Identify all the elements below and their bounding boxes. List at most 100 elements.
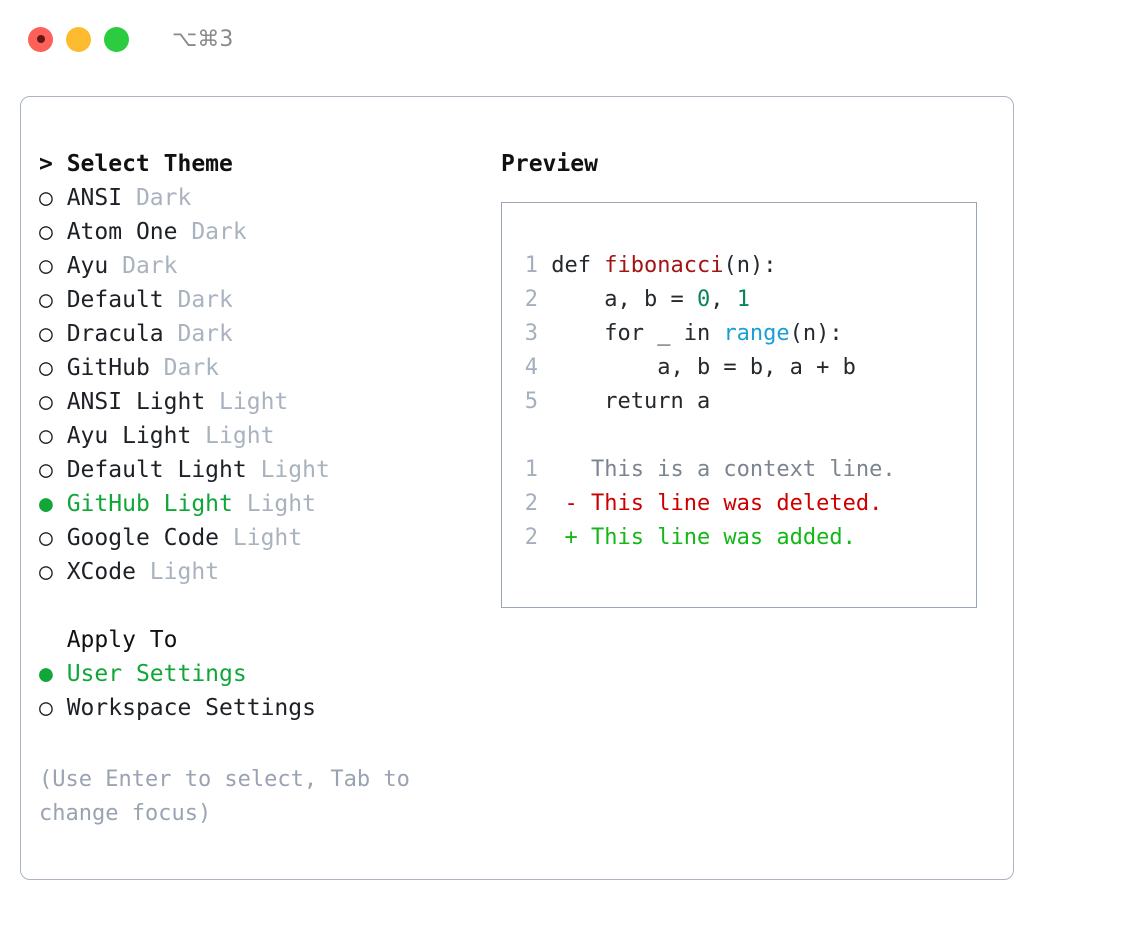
- main-panel: > Select Theme ○ ANSI Dark○ Atom One Dar…: [20, 96, 1014, 880]
- radio-unselected-icon: ○: [39, 287, 67, 313]
- window-controls: [28, 26, 129, 52]
- radio-unselected-icon: ○: [39, 525, 67, 551]
- code-token: range: [723, 321, 790, 346]
- close-icon: [36, 35, 45, 43]
- theme-option-tag: Dark: [163, 287, 233, 313]
- title-bar: ⌥⌘3: [0, 0, 1140, 78]
- diff-line: 1 This is a context line.: [518, 453, 976, 487]
- theme-option-label: XCode: [66, 559, 136, 585]
- code-token: a, b = b, a + b: [538, 355, 856, 380]
- theme-selector-column: > Select Theme ○ ANSI Dark○ Atom One Dar…: [39, 147, 489, 831]
- apply-to-list: ● User Settings○ Workspace Settings: [39, 657, 489, 725]
- select-theme-header: > Select Theme: [39, 151, 233, 177]
- radio-unselected-icon: ○: [39, 321, 67, 347]
- diff-line-text: + This line was added.: [538, 525, 856, 550]
- code-line-number: 2: [524, 287, 538, 312]
- theme-option-label: Ayu: [66, 253, 109, 279]
- theme-option[interactable]: ○ ANSI Light Light: [39, 385, 489, 419]
- theme-option-tag: Dark: [163, 321, 233, 347]
- theme-option-tag: Light: [191, 423, 275, 449]
- diff-line-text: - This line was deleted.: [538, 491, 883, 516]
- apply-to-option-label: Workspace Settings: [66, 695, 316, 721]
- theme-option-tag: Dark: [177, 219, 247, 245]
- code-line: 5 return a: [518, 385, 976, 419]
- radio-unselected-icon: ○: [39, 389, 67, 415]
- code-line-number: 4: [524, 355, 538, 380]
- keyboard-shortcut-label: ⌥⌘3: [172, 26, 234, 52]
- theme-option-label: Default Light: [66, 457, 247, 483]
- theme-option[interactable]: ○ XCode Light: [39, 555, 489, 589]
- theme-option-tag: Light: [246, 457, 330, 483]
- close-button[interactable]: [28, 26, 53, 52]
- radio-unselected-icon: ○: [39, 253, 67, 279]
- theme-option-label: ANSI Light: [66, 389, 206, 415]
- diff-line-number: 2: [524, 525, 538, 550]
- theme-option-tag: Light: [205, 389, 289, 415]
- theme-option-tag: Light: [219, 525, 303, 551]
- diff-line: 2 - This line was deleted.: [518, 487, 976, 521]
- theme-option-tag: Light: [232, 491, 316, 517]
- code-token: ,: [710, 287, 737, 312]
- theme-option[interactable]: ● GitHub Light Light: [39, 487, 489, 521]
- code-line: 1 def fibonacci(n):: [518, 249, 976, 283]
- theme-option-label: Ayu Light: [66, 423, 192, 449]
- code-token: return a: [538, 389, 711, 414]
- minimize-button[interactable]: [66, 26, 91, 52]
- radio-unselected-icon: ○: [39, 559, 67, 585]
- code-token: (n):: [789, 321, 843, 346]
- theme-option[interactable]: ○ Ayu Dark: [39, 249, 489, 283]
- code-line: 4 a, b = b, a + b: [518, 351, 976, 385]
- diff-sample: 1 This is a context line.2 - This line w…: [518, 453, 976, 555]
- theme-option[interactable]: ○ Google Code Light: [39, 521, 489, 555]
- theme-option[interactable]: ○ Ayu Light Light: [39, 419, 489, 453]
- code-token: a, b =: [538, 287, 697, 312]
- code-token: 1: [736, 287, 750, 312]
- theme-option[interactable]: ○ Default Light Light: [39, 453, 489, 487]
- code-line: 3 for _ in range(n):: [518, 317, 976, 351]
- radio-selected-icon: ●: [39, 661, 67, 687]
- code-token: fibonacci: [604, 253, 724, 278]
- radio-unselected-icon: ○: [39, 457, 67, 483]
- theme-option[interactable]: ○ Default Dark: [39, 283, 489, 317]
- code-token: (n):: [723, 253, 777, 278]
- diff-line: 2 + This line was added.: [518, 521, 976, 555]
- radio-unselected-icon: ○: [39, 219, 67, 245]
- code-line-number: 1: [524, 253, 538, 278]
- preview-title: Preview: [501, 151, 598, 177]
- keyboard-hint: (Use Enter to select, Tab to change focu…: [39, 767, 424, 826]
- code-line: 2 a, b = 0, 1: [518, 283, 976, 317]
- apply-to-option[interactable]: ● User Settings: [39, 657, 489, 691]
- radio-unselected-icon: ○: [39, 695, 67, 721]
- spacer: [518, 419, 976, 453]
- radio-unselected-icon: ○: [39, 423, 67, 449]
- theme-option-label: GitHub: [66, 355, 150, 381]
- theme-option-label: Atom One: [66, 219, 178, 245]
- code-token: for _ in: [538, 321, 724, 346]
- theme-option[interactable]: ○ ANSI Dark: [39, 181, 489, 215]
- diff-line-text: This is a context line.: [538, 457, 896, 482]
- radio-selected-icon: ●: [39, 491, 67, 517]
- code-token: def: [538, 253, 605, 278]
- apply-to-option[interactable]: ○ Workspace Settings: [39, 691, 489, 725]
- apply-to-header: Apply To: [39, 627, 178, 653]
- apply-to-section: Apply To ● User Settings○ Workspace Sett…: [39, 623, 489, 725]
- diff-line-number: 1: [524, 457, 538, 482]
- code-line-number: 3: [524, 321, 538, 346]
- code-line-number: 5: [524, 389, 538, 414]
- theme-option[interactable]: ○ GitHub Dark: [39, 351, 489, 385]
- theme-option-label: Google Code: [66, 525, 220, 551]
- theme-option-tag: Light: [135, 559, 220, 585]
- code-token: 0: [696, 287, 711, 312]
- theme-option-label: Dracula: [66, 321, 164, 347]
- theme-option[interactable]: ○ Dracula Dark: [39, 317, 489, 351]
- theme-option-label: GitHub Light: [66, 491, 233, 517]
- theme-list: ○ ANSI Dark○ Atom One Dark○ Ayu Dark○ De…: [39, 181, 489, 589]
- theme-option[interactable]: ○ Atom One Dark: [39, 215, 489, 249]
- radio-unselected-icon: ○: [39, 185, 67, 211]
- preview-column: Preview 1 def fibonacci(n):2 a, b = 0, 1…: [501, 147, 1001, 608]
- maximize-button[interactable]: [104, 26, 129, 52]
- apply-to-option-label: User Settings: [66, 661, 247, 687]
